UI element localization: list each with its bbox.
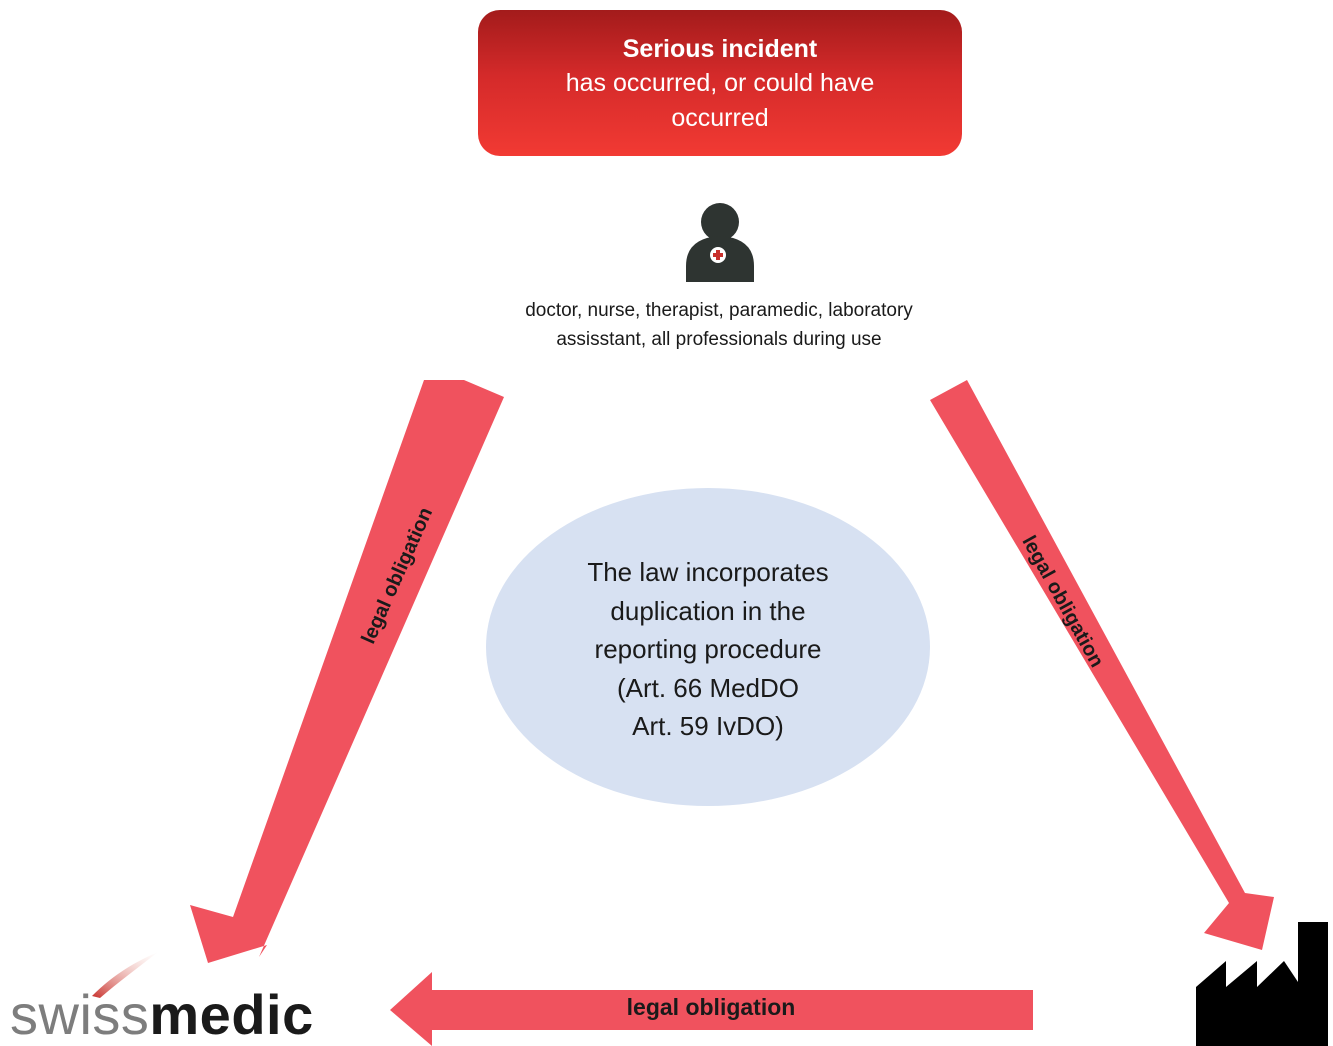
serious-incident-box: Serious incident has occurred, or could … [478,10,962,156]
arrow-right-diagonal [930,380,1274,950]
incident-title: Serious incident [622,35,818,63]
law-note-line-5: Art. 59 IvDO) [632,711,784,741]
law-note-line-1: The law incorporates [587,557,829,587]
professionals-caption: doctor, nurse, therapist, paramedic, lab… [525,300,913,350]
arrow-bottom-label: legal obligation [627,994,796,1020]
law-note-ellipse [486,488,930,806]
law-note-text: The law incorporates duplication in the … [526,553,890,746]
incident-subtitle: has occurred, or could have occurred [565,69,875,132]
swissmedic-logo-swiss: swiss [10,983,150,1046]
arrow-left-diagonal [190,380,504,963]
arrow-bottom-horizontal [390,972,1033,1046]
swissmedic-logo: swissmedic [10,985,314,1045]
factory-icon [1196,922,1328,1046]
law-note-line-4: (Art. 66 MedDO [616,672,800,703]
law-note-line-2: duplication in the [610,595,806,626]
swissmedic-swoosh [92,952,158,998]
swissmedic-logo-medic: medic [149,983,314,1046]
person-with-medical-cross-icon [686,203,754,282]
law-note-line-3: reporting procedure [594,634,822,664]
arrow-right-label: legal obligation [1017,532,1107,671]
